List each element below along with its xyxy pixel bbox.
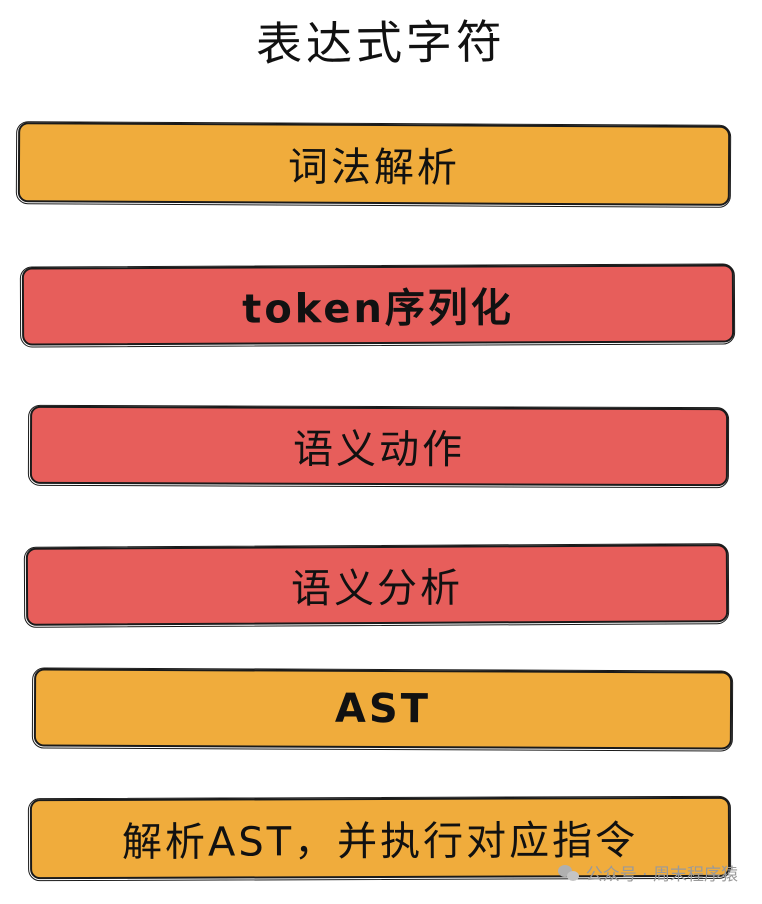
step-semantic-analysis: 语义分析 (25, 544, 729, 626)
step-ast: AST (33, 668, 733, 750)
step-semantic-action: 语义动作 (29, 405, 729, 487)
step-label: 词法解析 (287, 144, 461, 192)
step-lexical-analysis: 词法解析 (17, 122, 731, 206)
watermark-text: 公众号 · 周末程序猿 (585, 865, 738, 885)
step-label: AST (334, 685, 432, 733)
wechat-icon (557, 864, 580, 882)
step-label: 语义分析 (290, 565, 464, 613)
step-label: 解析AST，并执行对应指令 (121, 818, 639, 866)
step-token-serialization: token序列化 (21, 264, 735, 346)
watermark: 公众号 · 周末程序猿 (557, 860, 738, 885)
step-label: 语义动作 (292, 426, 466, 474)
step-label: token序列化 (242, 285, 514, 333)
